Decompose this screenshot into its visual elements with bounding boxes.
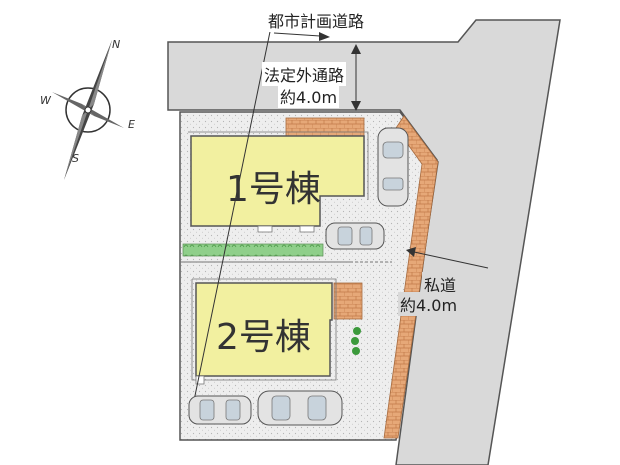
building-1-step-a <box>257 225 273 233</box>
car-icon <box>188 395 252 425</box>
building-2-eave <box>191 278 337 381</box>
private-road-width: 約4.0m <box>398 292 460 316</box>
building-1-step-b <box>299 225 315 233</box>
shrub <box>352 347 360 355</box>
paving-top <box>285 117 365 139</box>
shrub <box>351 337 359 345</box>
arrow-down-icon <box>351 101 361 111</box>
arrow-up-icon <box>351 44 361 54</box>
arrow-head-icon <box>319 32 330 41</box>
compass-rose-icon <box>52 40 124 180</box>
north-road-width: 約4.0m <box>278 84 340 108</box>
car-icon <box>377 127 409 207</box>
building-2-label: 2号棟 <box>216 317 311 358</box>
compass-n-label: N <box>112 38 121 51</box>
paving-middle <box>333 282 363 320</box>
building-1-eave <box>188 131 369 200</box>
building-2-step <box>195 375 205 385</box>
city-plan-road-line <box>189 21 273 421</box>
building-1-label: 1号棟 <box>226 169 321 210</box>
city-plan-road-arrow <box>273 32 321 37</box>
north-road-surface <box>167 19 561 465</box>
car-icon <box>325 222 385 250</box>
north-road-name: 法定外通路 <box>262 62 347 86</box>
car-icon <box>257 390 343 426</box>
hedge-strip <box>182 243 324 257</box>
compass-s-label: S <box>72 152 79 165</box>
city-plan-road-label: 都市計画道路 <box>266 8 367 32</box>
private-road-dimension <box>413 251 489 269</box>
compass-w-label: W <box>40 94 51 107</box>
compass-e-label: E <box>128 118 135 131</box>
arrow-left-icon <box>406 247 416 257</box>
shrub <box>353 327 361 335</box>
